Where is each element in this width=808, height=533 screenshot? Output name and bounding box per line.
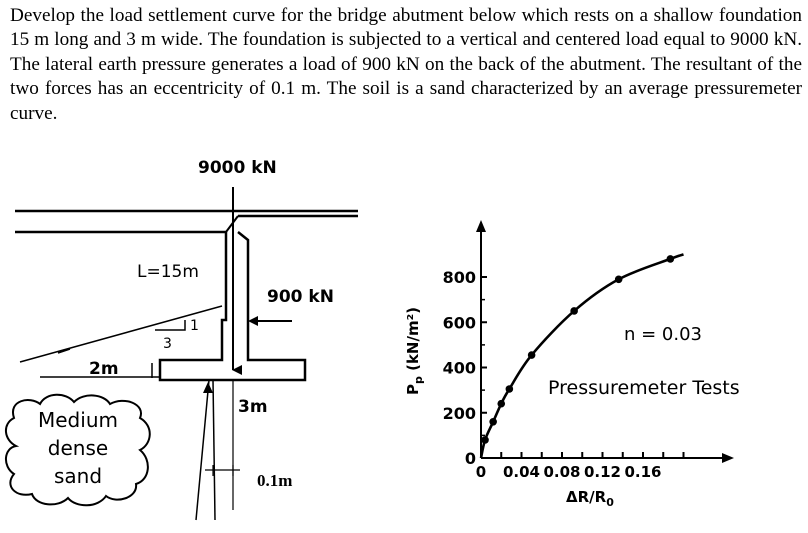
slope-label-vertical: 1 [190, 318, 199, 334]
width-label: 3m [238, 397, 268, 417]
length-label: L=15m [137, 262, 199, 282]
y-tick-label: 0 [465, 449, 476, 468]
problem-statement: Develop the load settlement curve for th… [10, 5, 802, 124]
y-tick-label: 200 [443, 404, 476, 423]
y-axis-label-unit: (kN/m²) [404, 307, 422, 376]
y-ticks: 0 200 400 600 800 [443, 268, 487, 468]
x-axis-label: ΔR/R0 [566, 488, 614, 509]
data-point [527, 351, 536, 359]
resultant-line [195, 379, 210, 521]
backfill-slope [19, 305, 223, 363]
y-axis-label: Pp (kN/m²) [404, 307, 425, 395]
depth-label: 2m [89, 359, 119, 379]
data-point [489, 418, 497, 426]
data-point [497, 399, 506, 408]
x-tick-label: 0.08 [543, 463, 580, 481]
y-axis-label-main: P [404, 384, 422, 395]
eccentricity-label: 0.1m [257, 471, 292, 490]
resultant-arrowhead [203, 382, 213, 393]
x-axis-label-sub: 0 [606, 496, 614, 509]
annotation-tests: Pressuremeter Tests [548, 377, 740, 399]
y-axis-label-sub: p [412, 376, 425, 384]
y-axis-arrowhead [476, 220, 486, 232]
soil-cloud [5, 393, 151, 507]
series-group [479, 253, 684, 459]
soil-label-line3: sand [54, 464, 102, 488]
y-tick-label: 800 [443, 268, 476, 287]
series-line [479, 253, 684, 459]
abutment-diagram: 1 3 9000 kN L=15m 900 kN 2m 3m 0.1m Medi… [5, 158, 358, 521]
abutment-inner-line [225, 215, 239, 233]
data-point [570, 307, 578, 315]
y-tick-label: 600 [443, 313, 476, 332]
data-point [666, 255, 675, 263]
data-point [505, 385, 514, 393]
y-tick-label: 400 [443, 359, 476, 378]
vertical-load-label: 9000 kN [198, 158, 277, 178]
resultant-line-2 [212, 379, 216, 521]
x-tick-label: 0.12 [584, 463, 621, 481]
slope-triangle [155, 320, 186, 331]
x-tick-label: 0 [476, 463, 486, 481]
x-tick-label: 0.04 [503, 463, 540, 481]
x-axis-label-main: ΔR/R [566, 488, 607, 506]
x-axis-arrowhead [722, 453, 734, 463]
x-tick-label: 0.16 [624, 463, 661, 481]
data-point [481, 436, 489, 444]
eccentricity-tick [212, 465, 234, 476]
lateral-load-label: 900 kN [267, 287, 334, 307]
data-point [614, 275, 623, 284]
lateral-load-arrowhead [248, 316, 258, 326]
abutment-wall [158, 231, 307, 382]
annotation-n: n = 0.03 [624, 324, 702, 345]
slope-label-horizontal: 3 [163, 336, 172, 352]
soil-label-line1: Medium [38, 408, 118, 432]
slope-left-tick [57, 348, 71, 354]
soil-label-line2: dense [48, 436, 108, 460]
